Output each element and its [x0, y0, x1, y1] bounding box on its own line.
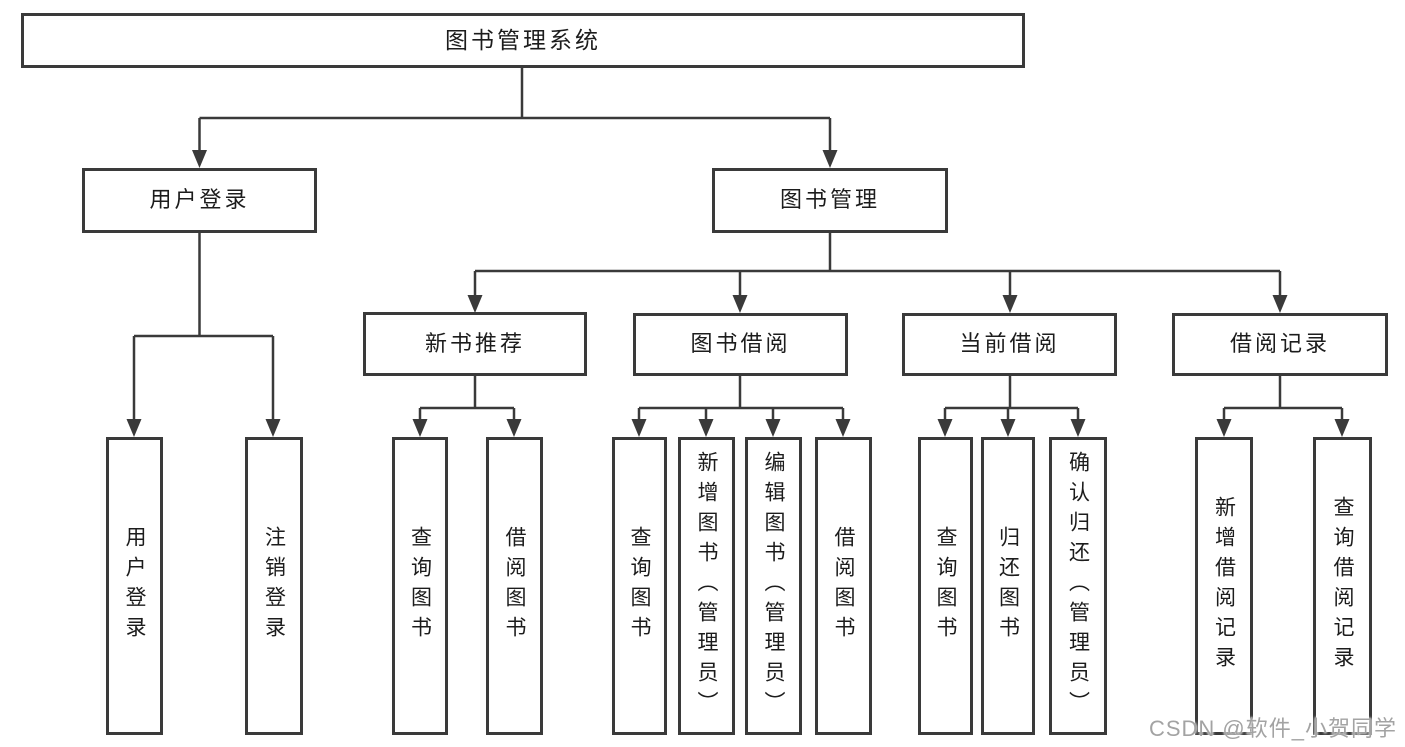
connector-book-mgmt-to-level3 [467, 233, 1288, 313]
node-new-book-recommend: 新书推荐 [363, 312, 587, 376]
leaf-borrow-books-2: 借阅图书 [815, 437, 872, 735]
leaf-add-borrow-record: 新增借阅记录 [1195, 437, 1253, 735]
leaf-query-books-3: 查询图书 [918, 437, 973, 735]
connector-borrow-record-to-leaves [1216, 376, 1350, 437]
leaf-user-login: 用户登录 [106, 437, 163, 735]
node-book-management: 图书管理 [712, 168, 948, 233]
leaf-add-books-admin: 新增图书（管理员） [678, 437, 735, 735]
connector-current-borrow-to-leaves [937, 376, 1086, 437]
connector-book-borrow-to-leaves [631, 376, 851, 437]
leaf-query-borrow-record: 查询借阅记录 [1313, 437, 1372, 735]
csdn-watermark: CSDN @软件_小贺同学 [1148, 716, 1397, 741]
node-user-login: 用户登录 [82, 168, 317, 233]
connector-new-books-to-leaves [412, 376, 522, 437]
leaf-borrow-books-1: 借阅图书 [486, 437, 543, 735]
node-root-system: 图书管理系统 [21, 13, 1025, 68]
leaf-edit-books-admin: 编辑图书（管理员） [745, 437, 802, 735]
leaf-return-books: 归还图书 [981, 437, 1035, 735]
node-book-borrow: 图书借阅 [633, 313, 848, 376]
node-current-borrow: 当前借阅 [902, 313, 1117, 376]
connector-root-to-level2 [192, 68, 838, 168]
leaf-query-books-2: 查询图书 [612, 437, 667, 735]
connector-user-login-to-leaves [126, 233, 281, 437]
leaf-confirm-return-admin: 确认归还（管理员） [1049, 437, 1107, 735]
leaf-query-books-1: 查询图书 [392, 437, 448, 735]
node-borrow-record: 借阅记录 [1172, 313, 1388, 376]
leaf-logout: 注销登录 [245, 437, 303, 735]
